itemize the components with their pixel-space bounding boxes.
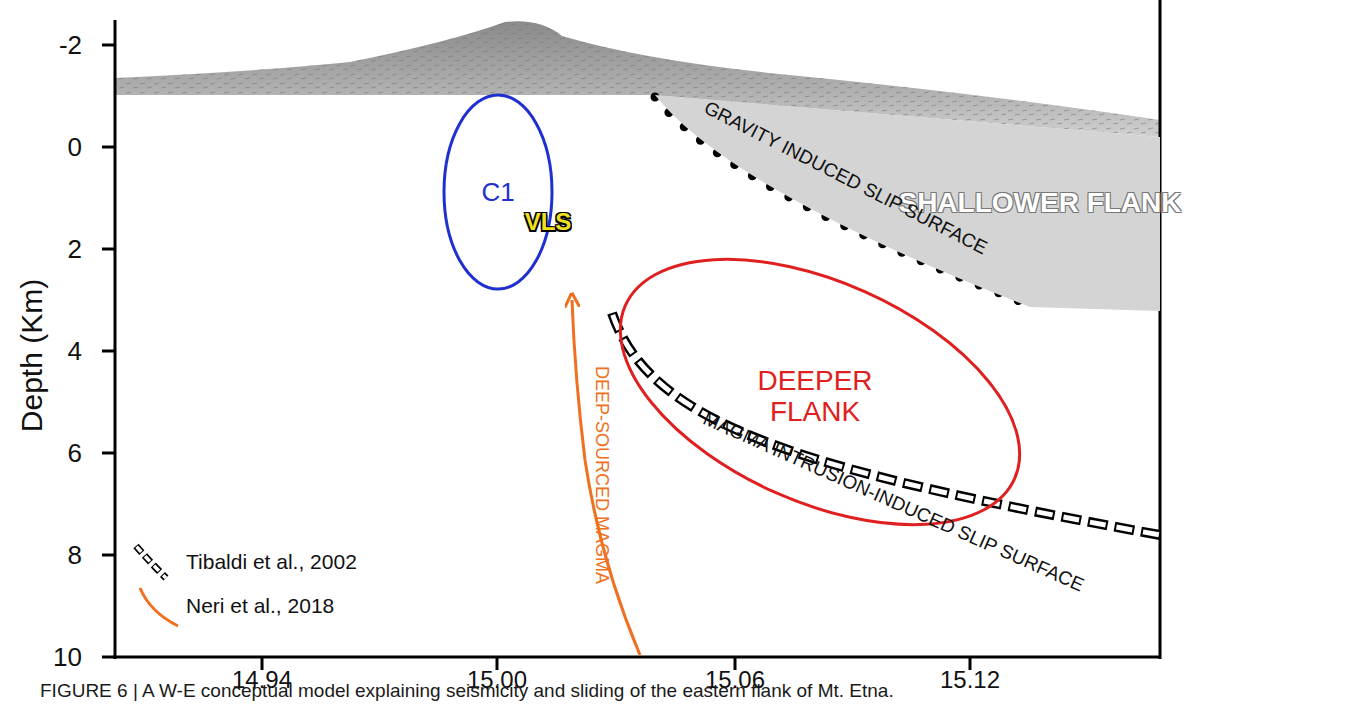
legend-text: Neri et al., 2018 [186, 594, 334, 618]
node-label: DEEPER FLANK [755, 366, 875, 428]
node-label: C1 [481, 178, 514, 207]
terrain-relief [115, 21, 1160, 137]
orange-line-sample [140, 588, 178, 626]
y-tick-label: 8 [68, 541, 82, 570]
y-tick [102, 656, 115, 659]
slip-surface-label: MAGMA INTRUSION-INDUCED SLIP SURFACE [699, 408, 1086, 596]
magma-label: DEEP-SOURCED MAGMA [591, 366, 611, 584]
magma-arrow [572, 300, 640, 655]
dashed-sample [136, 546, 166, 578]
x-tick-label: 15.12 [940, 667, 1000, 693]
y-tick-label: 0 [68, 133, 82, 162]
legend-row: Tibaldi et al., 2002 [128, 540, 357, 584]
y-tick [102, 248, 115, 251]
figure-caption: FIGURE 6 | A W-E conceptual model explai… [40, 680, 894, 702]
y-tick-label: 6 [68, 439, 82, 468]
y-tick-label: -2 [59, 31, 82, 60]
legend-sample [128, 540, 182, 584]
legend-text: Tibaldi et al., 2002 [186, 550, 357, 574]
c1-ellipse: C1 [442, 93, 554, 291]
axes [113, 0, 1160, 659]
vls-label: VLS [525, 209, 572, 235]
y-tick-label: 10 [53, 643, 82, 672]
deeper-flank-ellipse: DEEPER FLANK [610, 257, 1030, 527]
y-tick [102, 452, 115, 455]
legend-sample [128, 584, 182, 628]
c1-outline [444, 95, 552, 289]
dashed-sample-fill [136, 546, 166, 578]
terrain-texture [115, 21, 1160, 137]
legend-row: Neri et al., 2018 [128, 584, 357, 628]
node-label: SHALLOWER FLANK [898, 188, 1181, 219]
y-tick [102, 350, 115, 353]
y-tick [102, 146, 115, 149]
y-tick-label: 4 [68, 337, 82, 366]
y-tick [102, 44, 115, 47]
axis-title: Depth (Km) [16, 278, 49, 431]
y-tick [102, 554, 115, 557]
y-tick-label: 2 [68, 235, 82, 264]
deeper-flank-outline [610, 257, 1030, 527]
legend: Tibaldi et al., 2002Neri et al., 2018 [128, 540, 357, 628]
